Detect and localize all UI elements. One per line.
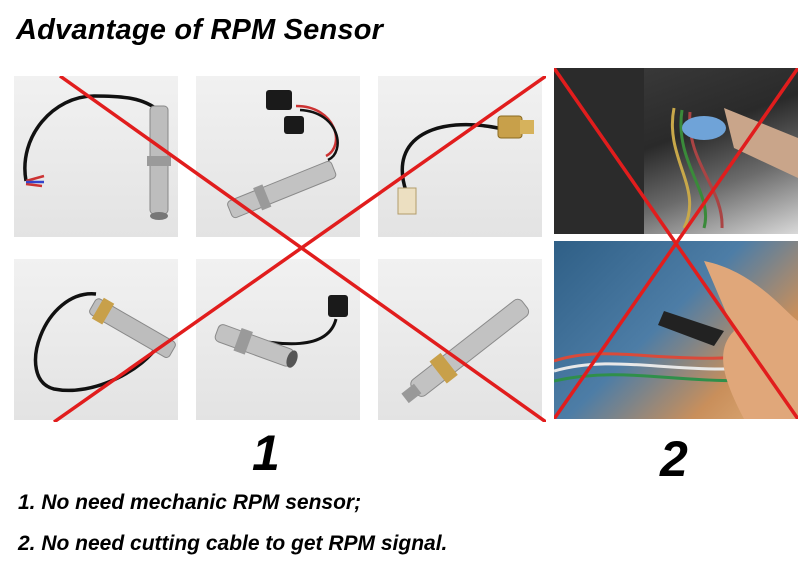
page-title: Advantage of RPM Sensor <box>16 14 384 46</box>
group-label-2: 2 <box>660 431 688 487</box>
sensor-photo-5 <box>196 259 360 420</box>
sensor-photo-4 <box>14 259 178 420</box>
sensor-photo-grid <box>14 76 546 422</box>
note-1: 1. No need mechanic RPM sensor; <box>18 491 362 514</box>
sensor-photo-1 <box>14 76 178 237</box>
note-2: 2. No need cutting cable to get RPM sign… <box>18 532 448 555</box>
sensor-photo-3 <box>378 76 542 237</box>
car-wiring-photo <box>554 68 798 234</box>
cutting-cable-photo <box>554 241 798 419</box>
sensor-photo-2 <box>196 76 360 237</box>
sensor-photo-6 <box>378 259 542 420</box>
group-label-1: 1 <box>252 425 280 481</box>
